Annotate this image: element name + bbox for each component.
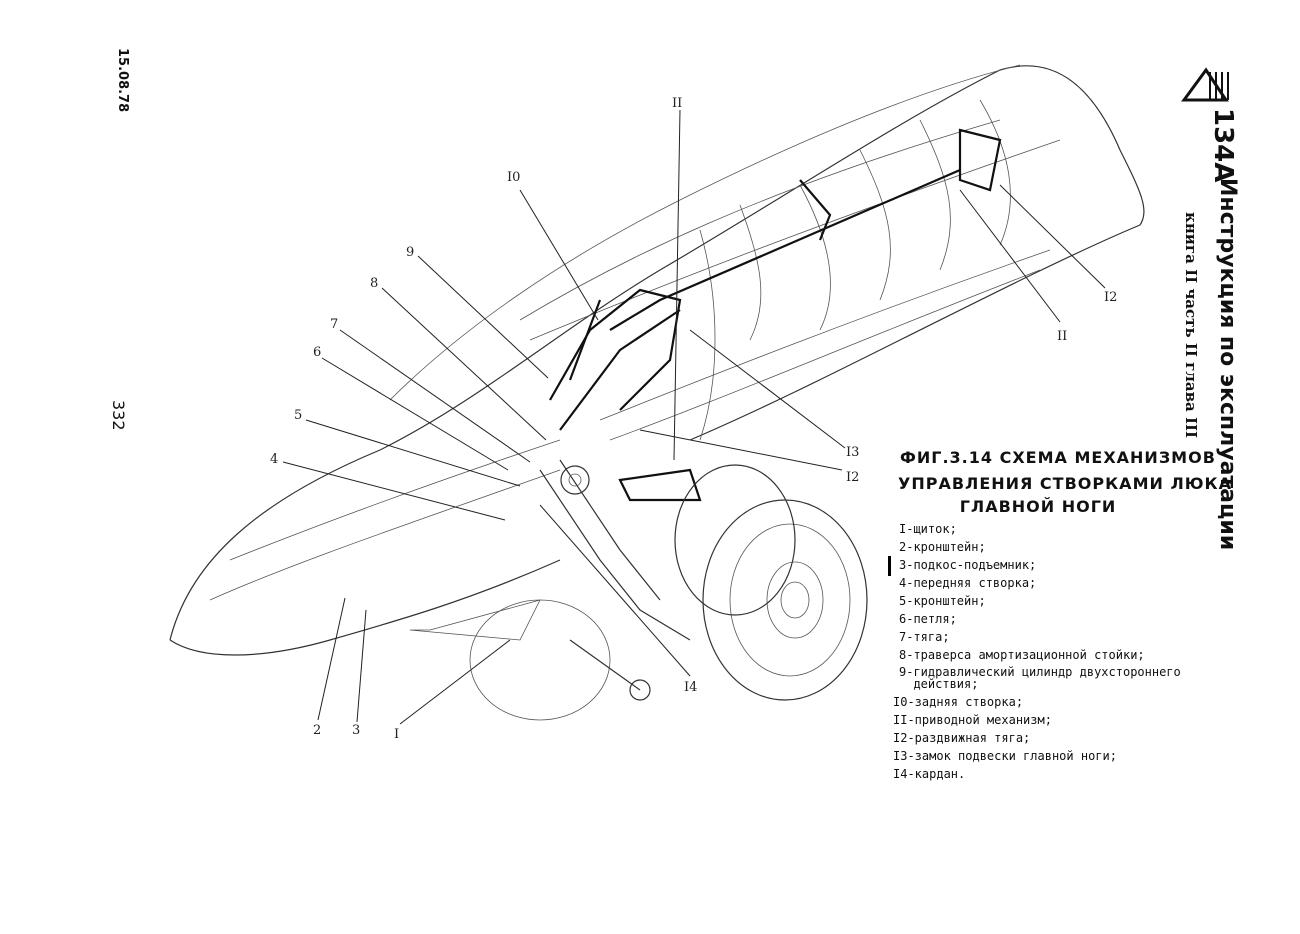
callout-6: 6 bbox=[313, 345, 321, 360]
callout-10: I0 bbox=[507, 170, 520, 185]
legend-item-2: 2-кронштейн; bbox=[899, 540, 986, 554]
figure-caption-line-2: УПРАВЛЕНИЯ СТВОРКАМИ ЛЮКА bbox=[898, 474, 1232, 493]
callout-11-right: II bbox=[1057, 329, 1067, 344]
fuselage-frames bbox=[699, 99, 1011, 441]
nacelle-outline bbox=[169, 64, 1145, 656]
callout-14: I4 bbox=[684, 680, 697, 695]
print-date: 15.08.78 bbox=[115, 48, 130, 113]
legend-item-10: I0-задняя створка; bbox=[893, 695, 1024, 709]
gear-strut bbox=[539, 459, 691, 701]
legend-item-3: 3-подкос-подъемник; bbox=[899, 558, 1037, 572]
figure-caption-line-3: ГЛАВНОЙ НОГИ bbox=[959, 497, 1117, 516]
legend-item-1: I-щиток; bbox=[899, 522, 957, 536]
tupolev-logo bbox=[1181, 67, 1229, 102]
callout-12-top: I2 bbox=[1104, 290, 1117, 305]
revision-bar bbox=[888, 556, 891, 576]
legend-item-9: 9-гидравлический цилиндр двухстороннего … bbox=[899, 665, 1181, 691]
callout-leaders bbox=[282, 109, 1106, 725]
legend-item-13: I3-замок подвески главной ноги; bbox=[893, 749, 1117, 763]
callout-12-bottom: I2 bbox=[846, 470, 859, 485]
callout-3: 3 bbox=[352, 723, 360, 738]
callout-4: 4 bbox=[270, 452, 278, 467]
callout-1: I bbox=[394, 727, 399, 742]
legend-item-14: I4-кардан. bbox=[893, 767, 966, 781]
callout-8: 8 bbox=[370, 276, 378, 291]
callout-9: 9 bbox=[406, 245, 414, 260]
aircraft-code: 134А bbox=[1208, 108, 1238, 183]
legend-item-6: 6-петля; bbox=[899, 612, 957, 626]
legend-item-7: 7-тяга; bbox=[899, 630, 950, 644]
figure-caption-line-1: ФИГ.3.14 СХЕМА МЕХАНИЗМОВ bbox=[900, 448, 1216, 467]
drive-mechanism bbox=[549, 128, 1002, 502]
legend-item-8: 8-траверса амортизационной стойки; bbox=[899, 648, 1145, 662]
callout-11-top: II bbox=[672, 96, 682, 111]
main-wheel bbox=[469, 464, 868, 721]
figure-legend: I-щиток; 2-кронштейн; 3-подкос-подъемник… bbox=[893, 520, 1223, 783]
legend-item-4: 4-передняя створка; bbox=[899, 576, 1037, 590]
document-section: книга II часть II глава III bbox=[1182, 212, 1200, 439]
legend-item-11: II-приводной механизм; bbox=[893, 713, 1052, 727]
callout-labels: I0 II 9 8 7 6 5 4 I2 II I3 I2 I4 2 3 I bbox=[270, 96, 1117, 742]
callout-5: 5 bbox=[294, 408, 302, 423]
callout-13: I3 bbox=[846, 445, 859, 460]
page-number: 332 bbox=[109, 400, 128, 431]
legend-item-12: I2-раздвижная тяга; bbox=[893, 731, 1031, 745]
legend-item-5: 5-кронштейн; bbox=[899, 594, 986, 608]
callout-2: 2 bbox=[313, 723, 321, 738]
document-title: Инструкция по эксплуатации bbox=[1215, 178, 1240, 551]
callout-7: 7 bbox=[330, 317, 338, 332]
